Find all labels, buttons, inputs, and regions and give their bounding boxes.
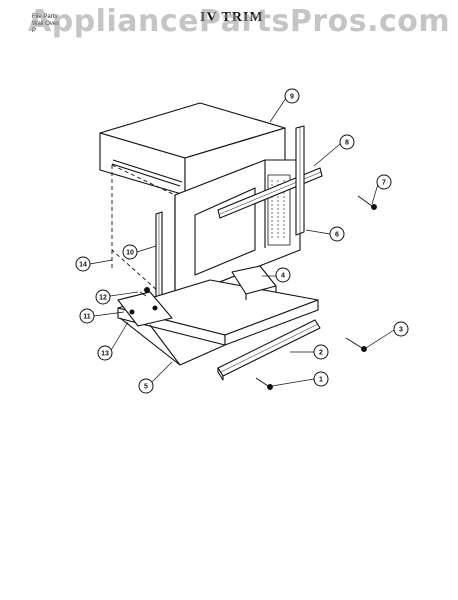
svg-text:3: 3 (399, 327, 403, 334)
callout-7: 7 (376, 174, 392, 190)
svg-text:5: 5 (144, 384, 148, 391)
callout-9: 9 (284, 88, 300, 104)
svg-text:6: 6 (335, 232, 339, 239)
svg-text:7: 7 (382, 180, 386, 187)
screw-item-3 (345, 337, 367, 352)
svg-text:14: 14 (79, 262, 87, 269)
callout-12: 12 (95, 289, 111, 305)
right-trim-piece (295, 125, 305, 236)
callout-11: 11 (79, 308, 95, 324)
header-line-2: Wall Oven (32, 21, 60, 27)
callout-14: 14 (75, 256, 91, 272)
svg-text:2: 2 (319, 350, 323, 357)
screws (139, 195, 377, 390)
watermark-text: AppliancePartsPros.com (28, 4, 451, 39)
callout-5: 5 (138, 378, 154, 394)
svg-text:1: 1 (319, 377, 323, 384)
diagram-title: IV TRIM (200, 10, 264, 25)
screw-item-12 (139, 287, 150, 297)
callout-3: 3 (393, 321, 409, 337)
bracket-item-4 (231, 265, 277, 300)
callout-8: 8 (339, 134, 355, 150)
screw-item-1 (255, 377, 273, 390)
oven-cabinet (99, 102, 286, 196)
callouts: 9 8 7 6 4 3 2 1 5 10 14 12 11 13 (75, 88, 409, 394)
svg-text:11: 11 (83, 314, 91, 321)
screw-item-7 (357, 195, 377, 210)
leader-lines (89, 97, 395, 387)
bottom-trim-piece (217, 319, 321, 381)
callout-1: 1 (313, 371, 329, 387)
svg-text:13: 13 (101, 351, 109, 358)
callout-13: 13 (97, 345, 113, 361)
svg-text:4: 4 (281, 273, 285, 280)
svg-text:9: 9 (290, 94, 294, 101)
callout-6: 6 (329, 226, 345, 242)
svg-text:10: 10 (126, 250, 134, 257)
svg-text:8: 8 (345, 140, 349, 147)
svg-text:12: 12 (99, 295, 107, 302)
bracket-item-11 (117, 291, 173, 327)
callout-2: 2 (313, 344, 329, 360)
callout-4: 4 (275, 267, 291, 283)
header-line-3: P (32, 28, 37, 34)
callout-10: 10 (122, 244, 138, 260)
header-line-1: File Parts (32, 14, 58, 20)
